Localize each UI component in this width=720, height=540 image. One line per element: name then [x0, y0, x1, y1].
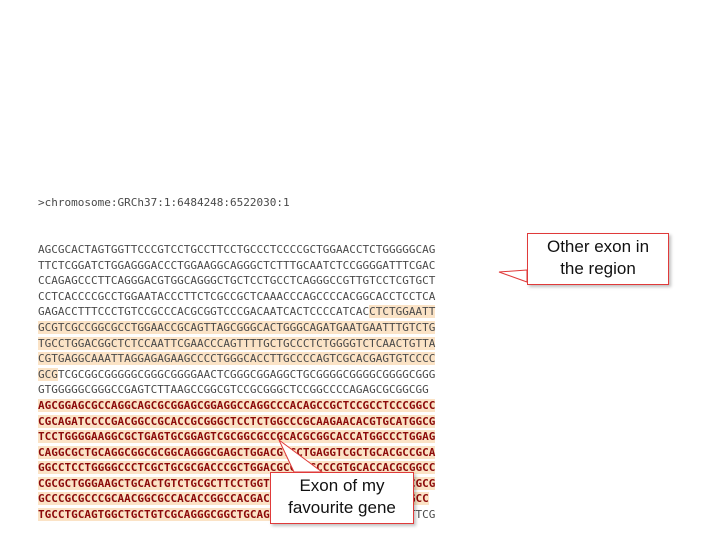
sequence-line: CGCAGATCCCCGACGGCCGCACCGCGGGCTCCTCTGGCCC…: [38, 414, 436, 430]
sequence-line: AGCGGAGCGCCAGGCAGCGCGGAGCGGAGGCCAGGCCCAC…: [38, 398, 436, 414]
other-exon-segment: GCG: [38, 367, 58, 381]
sequence-lines: AGCGCACTAGTGGTTCCCGTCCTGCCTTCCTGCCCTCCCC…: [38, 242, 436, 523]
sequence-line: TTCTCGGATCTGGAGGGACCCTGGAAGGCAGGGCTCTTTG…: [38, 258, 435, 274]
other-exon-segment: CTCTGGAATT: [369, 305, 436, 319]
sequence-segment: AGCGCACTAGTGGTTCCCGTCCTGCCTTCCTGCCCTCCCC…: [38, 242, 436, 256]
favourite-exon-segment: CAGGCGCTGCAGGCGGCGCGGCAGGGCGAGCTGGACGTGC…: [38, 445, 436, 459]
favourite-exon-segment: TCCTGGGGAAGGCGCTGAGTGCGGAGTCGCGGCGCCGCAC…: [38, 430, 436, 444]
sequence-segment: CCAGAGCCCTTCAGGGACGTGGCAGGGCTGCTCCTGCCTC…: [38, 274, 436, 288]
sequence-line: AGCGCACTAGTGGTTCCCGTCCTGCCTTCCTGCCCTCCCC…: [38, 242, 435, 258]
favourite-exon-segment: GGCCTCCTGGGGCCCTCGCTGCGCGACCCGCTGGACGCGC…: [38, 461, 436, 475]
sequence-line: GCGTCGCCGGCGCCTGGAACCGCAGTTAGCGGGCACTGGG…: [38, 320, 436, 336]
sequence-line: CGTGAGGCAAATTAGGAGAGAAGCCCCTGGGCACCTTGCC…: [38, 351, 436, 367]
other-exon-callout: Other exon in the region: [527, 233, 669, 285]
sequence-block: >chromosome:GRCh37:1:6484248:6522030:1 A…: [38, 164, 436, 538]
sequence-line: GGCCTCCTGGGGCCCTCGCTGCGCGACCCGCTGGACGCGC…: [38, 460, 436, 476]
fasta-header: >chromosome:GRCh37:1:6484248:6522030:1: [38, 196, 290, 210]
favourite-exon-segment: AGCGGAGCGCCAGGCAGCGCGGAGCGGAGGCCAGGCCCAC…: [38, 398, 436, 412]
favourite-exon-segment: CGCAGATCCCCGACGGCCGCACCGCGGGCTCCTCTGGCCC…: [38, 414, 436, 428]
sequence-segment: TTCTCGGATCTGGAGGGACCCTGGAAGGCAGGGCTCTTTG…: [38, 258, 436, 272]
sequence-line: CAGGCGCTGCAGGCGGCGCGGCAGGGCGAGCTGGACGTGC…: [38, 445, 436, 461]
sequence-line: GCGTCGCGGCGGGGGCGGGCGGGGAACTCGGGCGGAGGCT…: [38, 367, 435, 383]
other-exon-segment: TGCCTGGACGGCTCTCCAATTCGAACCCAGTTTTGCTGCC…: [38, 336, 436, 350]
favourite-gene-callout-line2: favourite gene: [288, 498, 396, 517]
other-exon-segment: GCGTCGCCGGCGCCTGGAACCGCAGTTAGCGGGCACTGGG…: [38, 320, 436, 334]
sequence-segment: GTGGGGGCGGGCCGAGTCTTAAGCCGGCGTCCGCGGGCTC…: [38, 383, 429, 397]
sequence-line: TCCTGGGGAAGGCGCTGAGTGCGGAGTCGCGGCGCCGCAC…: [38, 429, 436, 445]
other-exon-callout-line1: Other exon in: [546, 237, 650, 256]
sequence-segment: TCGCGGCGGGGGCGGGCGGGGAACTCGGGCGGAGGCTGCG…: [57, 367, 436, 381]
other-exon-segment: CGTGAGGCAAATTAGGAGAGAAGCCCCTGGGCACCTTGCC…: [38, 352, 436, 366]
favourite-exon-segment: TGCCTGCAGTGGCTGCTGTCGCAGGGCGGCTGCAGAGTGC…: [38, 508, 317, 522]
sequence-segment: CCTCACCCCGCCTGGAATACCCTTCTCGCCGCTCAAACCC…: [38, 289, 436, 303]
favourite-gene-arrow: [278, 439, 324, 473]
favourite-gene-callout-line1: Exon of my: [299, 476, 385, 495]
sequence-line: TGCCTGGACGGCTCTCCAATTCGAACCCAGTTTTGCTGCC…: [38, 336, 436, 352]
favourite-gene-callout: Exon of my favourite gene: [270, 472, 414, 524]
sequence-line: CCTCACCCCGCCTGGAATACCCTTCTCGCCGCTCAAACCC…: [38, 289, 435, 305]
sequence-line: CCAGAGCCCTTCAGGGACGTGGCAGGGCTGCTCCTGCCTC…: [38, 273, 435, 289]
other-exon-arrow: [498, 269, 528, 283]
other-exon-callout-line2: the region: [560, 259, 636, 278]
sequence-line: GTGGGGGCGGGCCGAGTCTTAAGCCGGCGTCCGCGGGCTC…: [38, 382, 435, 398]
sequence-line: GAGACCTTTCCCTGTCCGCCCACGCGGTCCCGACAATCAC…: [38, 304, 436, 320]
sequence-segment: GAGACCTTTCCCTGTCCGCCCACGCGGTCCCGACAATCAC…: [38, 305, 370, 319]
